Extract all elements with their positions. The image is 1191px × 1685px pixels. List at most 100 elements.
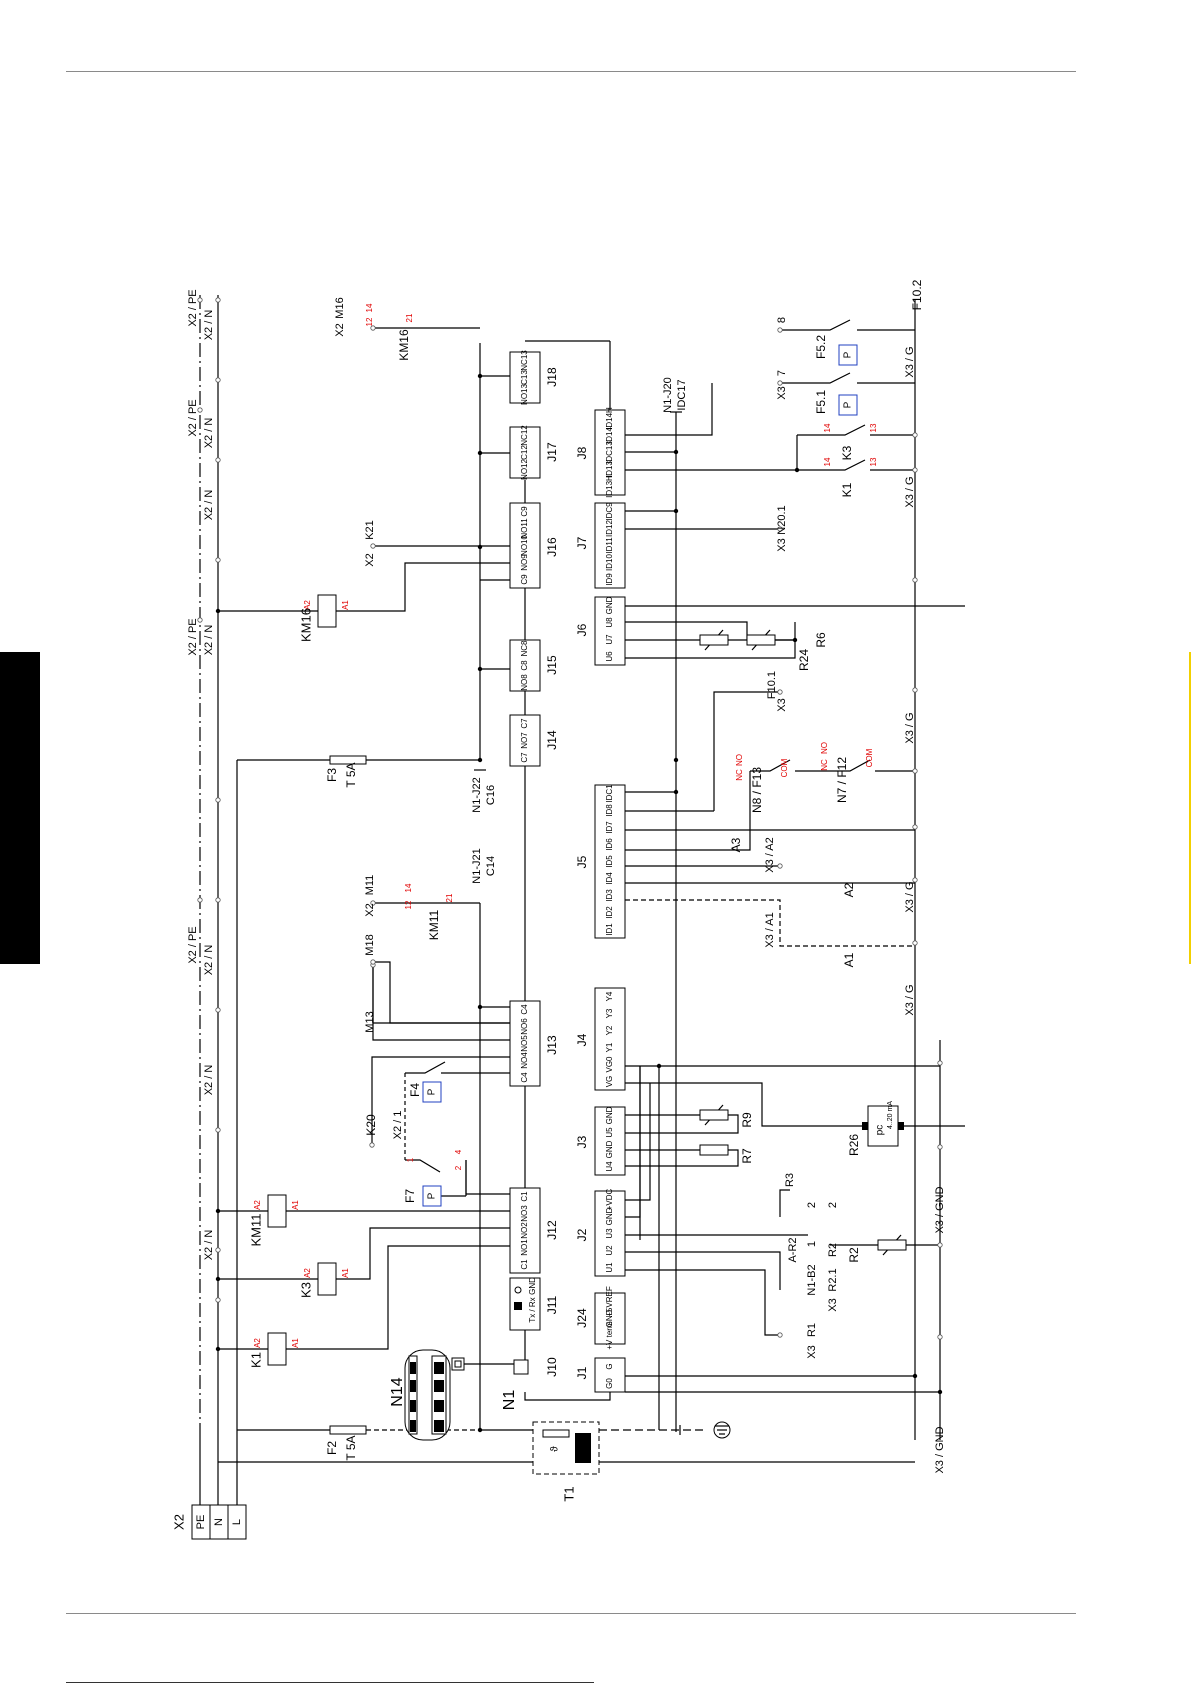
fuse-f2 [329, 1425, 367, 1435]
wire-id8 [713, 691, 780, 811]
rail-n-point [215, 897, 221, 903]
ref-label: N1-J20 [662, 377, 674, 412]
fuse-name: F2 [325, 1441, 339, 1455]
display-button [410, 1420, 416, 1432]
pin-label: 12 [365, 317, 374, 326]
transformer-name: T1 [561, 1486, 576, 1501]
device-label: R2.1 [827, 1268, 839, 1291]
coil-pin: A2 [303, 1268, 312, 1278]
display-port [454, 1360, 462, 1368]
pin-label: U2 [605, 1245, 614, 1256]
terminal-point [777, 327, 783, 333]
terminal-point [937, 1060, 943, 1066]
comm-icon [514, 1286, 522, 1294]
pin-label: COM [780, 758, 789, 777]
wire-u7 [625, 621, 748, 640]
fuse-rating: T 5A [344, 1435, 358, 1460]
device-label: M18 [364, 934, 376, 955]
pin-label: 14 [823, 457, 832, 466]
terminal-point [912, 824, 918, 830]
pin-label: NO10 [520, 535, 529, 556]
terminal-point [912, 577, 918, 583]
wire-r9 [625, 1114, 739, 1134]
pin-label: ID8 [605, 804, 614, 817]
device-label: X2 [364, 903, 376, 916]
terminal-point [370, 325, 376, 331]
connector-j14 [509, 714, 541, 767]
rail-n-point [215, 297, 221, 303]
pin-label: 13 [869, 457, 878, 466]
thermistor-icon [699, 634, 729, 646]
rail-label: X2 / N [203, 625, 215, 656]
contact-f5-1 [780, 372, 851, 384]
rail-label: X2 / PE [187, 399, 199, 436]
coil-pin: A1 [291, 1338, 300, 1348]
pin-label: ID13 [605, 461, 614, 478]
terminal-pin-label: N [213, 1518, 225, 1526]
terminal-point [777, 1332, 783, 1338]
pin-label: C4 [520, 1072, 529, 1083]
pin-label: NO7 [520, 732, 529, 749]
pin-label: +VDC [605, 1188, 614, 1210]
pin-label: NO9 [520, 554, 529, 571]
wire-id14 [625, 383, 713, 436]
wire-m13 [372, 965, 510, 1041]
device-label: R2 [847, 1247, 861, 1263]
pin-label: GND [605, 1140, 614, 1158]
junction-dot [477, 1004, 483, 1010]
terminal-label: 2 [827, 1202, 839, 1208]
pin-label: U1 [605, 1262, 614, 1273]
pin-label: G [605, 1363, 614, 1369]
device-label: A2 [842, 882, 856, 897]
display-name: N14 [389, 1377, 406, 1406]
display-button [410, 1362, 416, 1374]
contact-f4 [405, 1061, 446, 1074]
pressure-symbol: P [427, 1088, 438, 1095]
rail-label: X3 / G [904, 881, 916, 912]
display-button [434, 1400, 444, 1412]
junction-dot [937, 1389, 943, 1395]
pin-label: U7 [605, 634, 614, 645]
terminal-strip-name: X2 [171, 1514, 186, 1530]
pin-label: NO8 [520, 674, 529, 691]
coil-pin: A2 [253, 1200, 262, 1210]
connector-label: J14 [545, 730, 559, 750]
connector-j17 [509, 426, 541, 479]
ground-icon [713, 1421, 731, 1439]
junction-dot [673, 508, 679, 514]
contact-f7 [405, 1159, 441, 1173]
relay-name: KM11 [427, 909, 441, 940]
pin-label: NO2 [520, 1222, 529, 1239]
wire-m18 [373, 961, 510, 1024]
wire-vdc [625, 1083, 651, 1201]
wire-j2-gnd [625, 1066, 641, 1218]
pressure-switch-icon [422, 1185, 442, 1207]
wire-r3 [779, 1189, 790, 1217]
relay-name: K3 [298, 1282, 313, 1298]
rail-label: X2 / N [203, 310, 215, 341]
pin-label: NO5 [520, 1035, 529, 1052]
display-button [434, 1380, 444, 1392]
terminal-label: X3 [806, 1345, 818, 1358]
pin-label: GND [528, 1277, 537, 1295]
rail-n-point [215, 377, 221, 383]
pin-label: GND [605, 1106, 614, 1124]
pin-label: NC [820, 759, 829, 771]
pin-label: NO6 [520, 1018, 529, 1035]
pressure-symbol: P [843, 351, 854, 358]
terminal-point [369, 1142, 375, 1148]
terminal-point [912, 768, 918, 774]
pin-label: C9 [520, 574, 529, 585]
device-label: A-R2 [787, 1237, 799, 1262]
pressure-switch-icon [422, 1081, 442, 1103]
terminal-pin-label: PE [195, 1515, 207, 1530]
wire-k20 [371, 1056, 510, 1145]
pin-label: VG [605, 1076, 614, 1088]
terminal-point [912, 467, 918, 473]
ref-label: N1-J22 [471, 777, 483, 812]
pin-label: C7 [520, 752, 529, 763]
coil-icon [267, 1332, 287, 1366]
ref-label: C14 [485, 856, 497, 876]
switch-name: F5.2 [814, 335, 828, 359]
pin-label: C1 [520, 1191, 529, 1202]
